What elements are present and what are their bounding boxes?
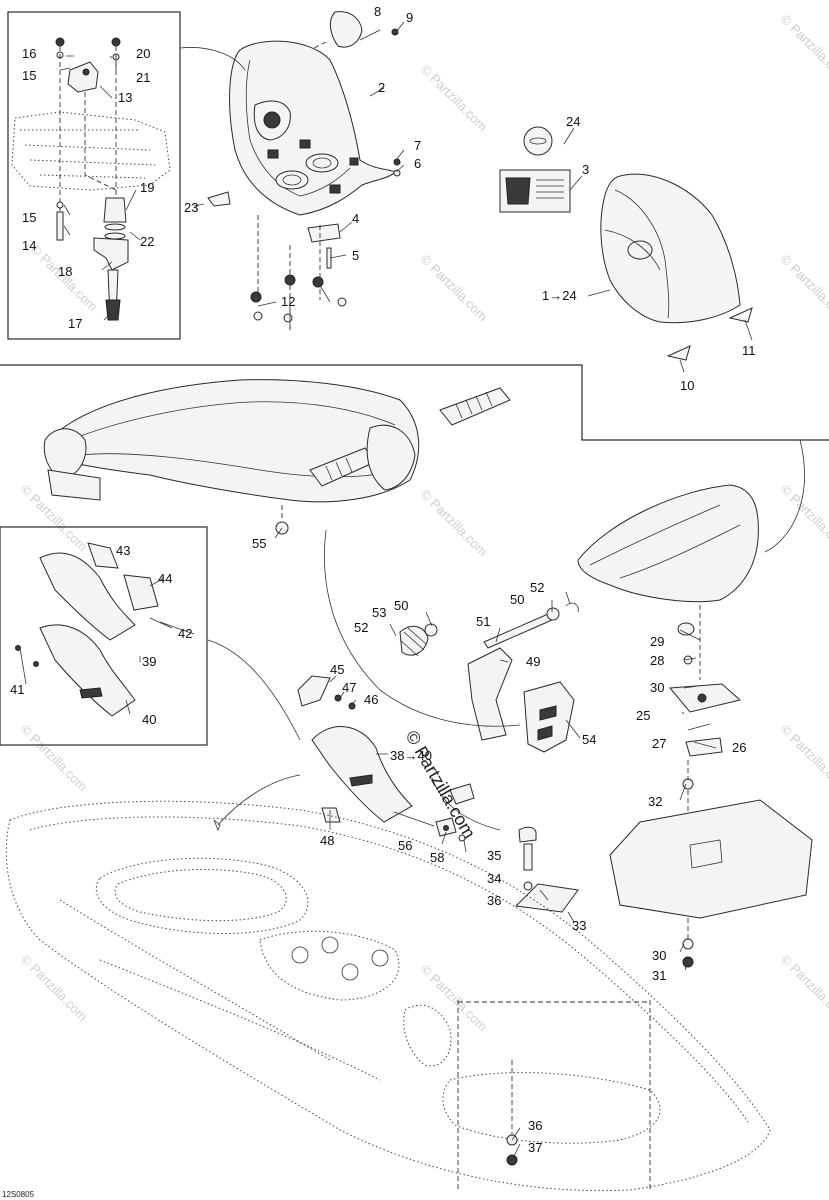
callout-1-24: 1→24 xyxy=(542,288,577,303)
callout-3: 3 xyxy=(582,162,589,177)
callout-35: 35 xyxy=(487,848,501,863)
callout-48: 48 xyxy=(320,833,334,848)
callout-30: 30 xyxy=(650,680,664,695)
callout-11: 11 xyxy=(742,343,756,358)
callout-50: 50 xyxy=(510,592,524,607)
inset-mount-detail xyxy=(11,37,171,321)
storage-bin-assembly xyxy=(179,11,401,330)
watermark: © Partzilla.com xyxy=(418,252,491,325)
callout-33: 33 xyxy=(572,918,586,933)
callout-36: 36 xyxy=(528,1118,542,1133)
callout-labels: 8 9 2 7 6 23 4 5 12 24 3 1→24 11 10 16 1… xyxy=(10,4,756,1155)
callout-55: 55 xyxy=(252,536,266,551)
callout-15: 15 xyxy=(22,210,36,225)
callout-47: 47 xyxy=(342,680,356,695)
watermark: © Partzilla.com xyxy=(418,487,491,560)
callout-41: 41 xyxy=(10,682,24,697)
handlebar-frame xyxy=(0,364,829,441)
callout-26: 26 xyxy=(732,740,746,755)
callout-5: 5 xyxy=(352,248,359,263)
callout-32: 32 xyxy=(648,794,662,809)
callout-7: 7 xyxy=(414,138,421,153)
callout-45: 45 xyxy=(330,662,344,677)
seat-assembly xyxy=(577,439,813,968)
callout-12: 12 xyxy=(281,294,295,309)
callout-29: 29 xyxy=(650,634,664,649)
watermark: © Partzilla.com xyxy=(778,252,829,325)
callout-31: 31 xyxy=(652,968,666,983)
callout-13: 13 xyxy=(118,90,132,105)
callout-52: 52 xyxy=(530,580,544,595)
callout-43: 43 xyxy=(116,543,130,558)
hull-deck xyxy=(5,774,771,1192)
callout-21: 21 xyxy=(136,70,150,85)
callout-38-40: 38→40 xyxy=(390,748,432,763)
callout-42: 42 xyxy=(178,626,192,641)
callout-14: 14 xyxy=(22,238,36,253)
callout-10: 10 xyxy=(680,378,694,393)
callout-34: 34 xyxy=(487,871,501,886)
callout-58: 58 xyxy=(430,850,444,865)
callout-50: 50 xyxy=(394,598,408,613)
leader-lines xyxy=(19,21,753,1161)
callout-27: 27 xyxy=(652,736,666,751)
handlebar-assembly xyxy=(43,379,511,535)
callout-23: 23 xyxy=(184,200,198,215)
callout-18: 18 xyxy=(58,264,72,279)
callout-40: 40 xyxy=(142,712,156,727)
callout-30: 30 xyxy=(652,948,666,963)
callout-53: 53 xyxy=(372,605,386,620)
center-pad-assembly xyxy=(297,529,579,913)
watermark: © Partzilla.com xyxy=(18,952,91,1025)
callout-36: 36 xyxy=(487,893,501,908)
inset-box-mid-left xyxy=(0,526,208,746)
callout-25: 25 xyxy=(636,708,650,723)
callout-51: 51 xyxy=(476,614,490,629)
callout-52: 52 xyxy=(354,620,368,635)
callout-39: 39 xyxy=(142,654,156,669)
latch-assembly xyxy=(399,602,579,753)
drawing-code: 12S0805 xyxy=(2,1190,35,1199)
watermark: © Partzilla.com xyxy=(18,722,91,795)
callout-44: 44 xyxy=(158,571,172,586)
callout-17: 17 xyxy=(68,316,82,331)
inset-box-top-left xyxy=(7,11,181,340)
callout-54: 54 xyxy=(582,732,596,747)
callout-37: 37 xyxy=(528,1140,542,1155)
pad-assembly xyxy=(15,542,301,741)
callout-15: 15 xyxy=(22,68,36,83)
callout-8: 8 xyxy=(374,4,381,19)
callout-4: 4 xyxy=(352,211,359,226)
callout-56: 56 xyxy=(398,838,412,853)
watermark: © Partzilla.com xyxy=(778,12,829,85)
callout-49: 49 xyxy=(526,654,540,669)
callout-46: 46 xyxy=(364,692,378,707)
callout-20: 20 xyxy=(136,46,150,61)
callout-9: 9 xyxy=(406,10,413,25)
callout-2: 2 xyxy=(378,80,385,95)
watermark: © Partzilla.com xyxy=(778,952,829,1025)
callout-16: 16 xyxy=(22,46,36,61)
watermark: © Partzilla.com xyxy=(418,962,491,1035)
callout-19: 19 xyxy=(140,180,154,195)
seat-cover-assembly xyxy=(499,126,753,361)
callout-24: 24 xyxy=(566,114,580,129)
watermark: © Partzilla.com xyxy=(418,62,491,135)
callout-28: 28 xyxy=(650,653,664,668)
watermark: © Partzilla.com xyxy=(778,722,829,795)
callout-22: 22 xyxy=(140,234,154,249)
callout-6: 6 xyxy=(414,156,421,171)
